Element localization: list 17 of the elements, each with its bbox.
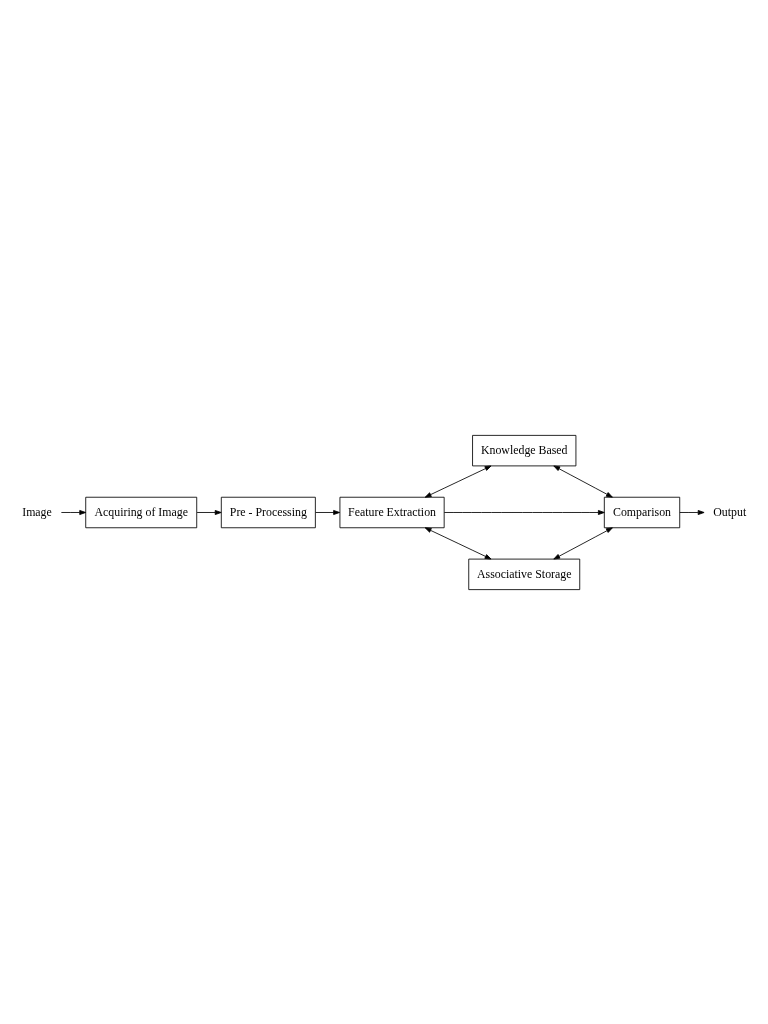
- arrow: [196, 509, 222, 515]
- node-box: Acquiring of Image: [85, 496, 198, 528]
- node-box: Feature Extraction: [339, 496, 445, 528]
- arrow: [60, 509, 87, 515]
- node-box: Comparison: [603, 496, 681, 528]
- arrow: [553, 526, 613, 559]
- node-box: Associative Storage: [468, 558, 581, 590]
- arrow: [679, 509, 705, 515]
- arrow: [553, 465, 613, 498]
- node-box: Knowledge Based: [472, 434, 577, 466]
- arrow: [315, 509, 340, 515]
- node-text: Image: [22, 504, 52, 519]
- node-box: Pre - Processing: [220, 496, 316, 528]
- arrow: [443, 509, 605, 515]
- arrow: [424, 465, 492, 498]
- node-text: Output: [713, 504, 747, 519]
- arrow: [424, 526, 492, 559]
